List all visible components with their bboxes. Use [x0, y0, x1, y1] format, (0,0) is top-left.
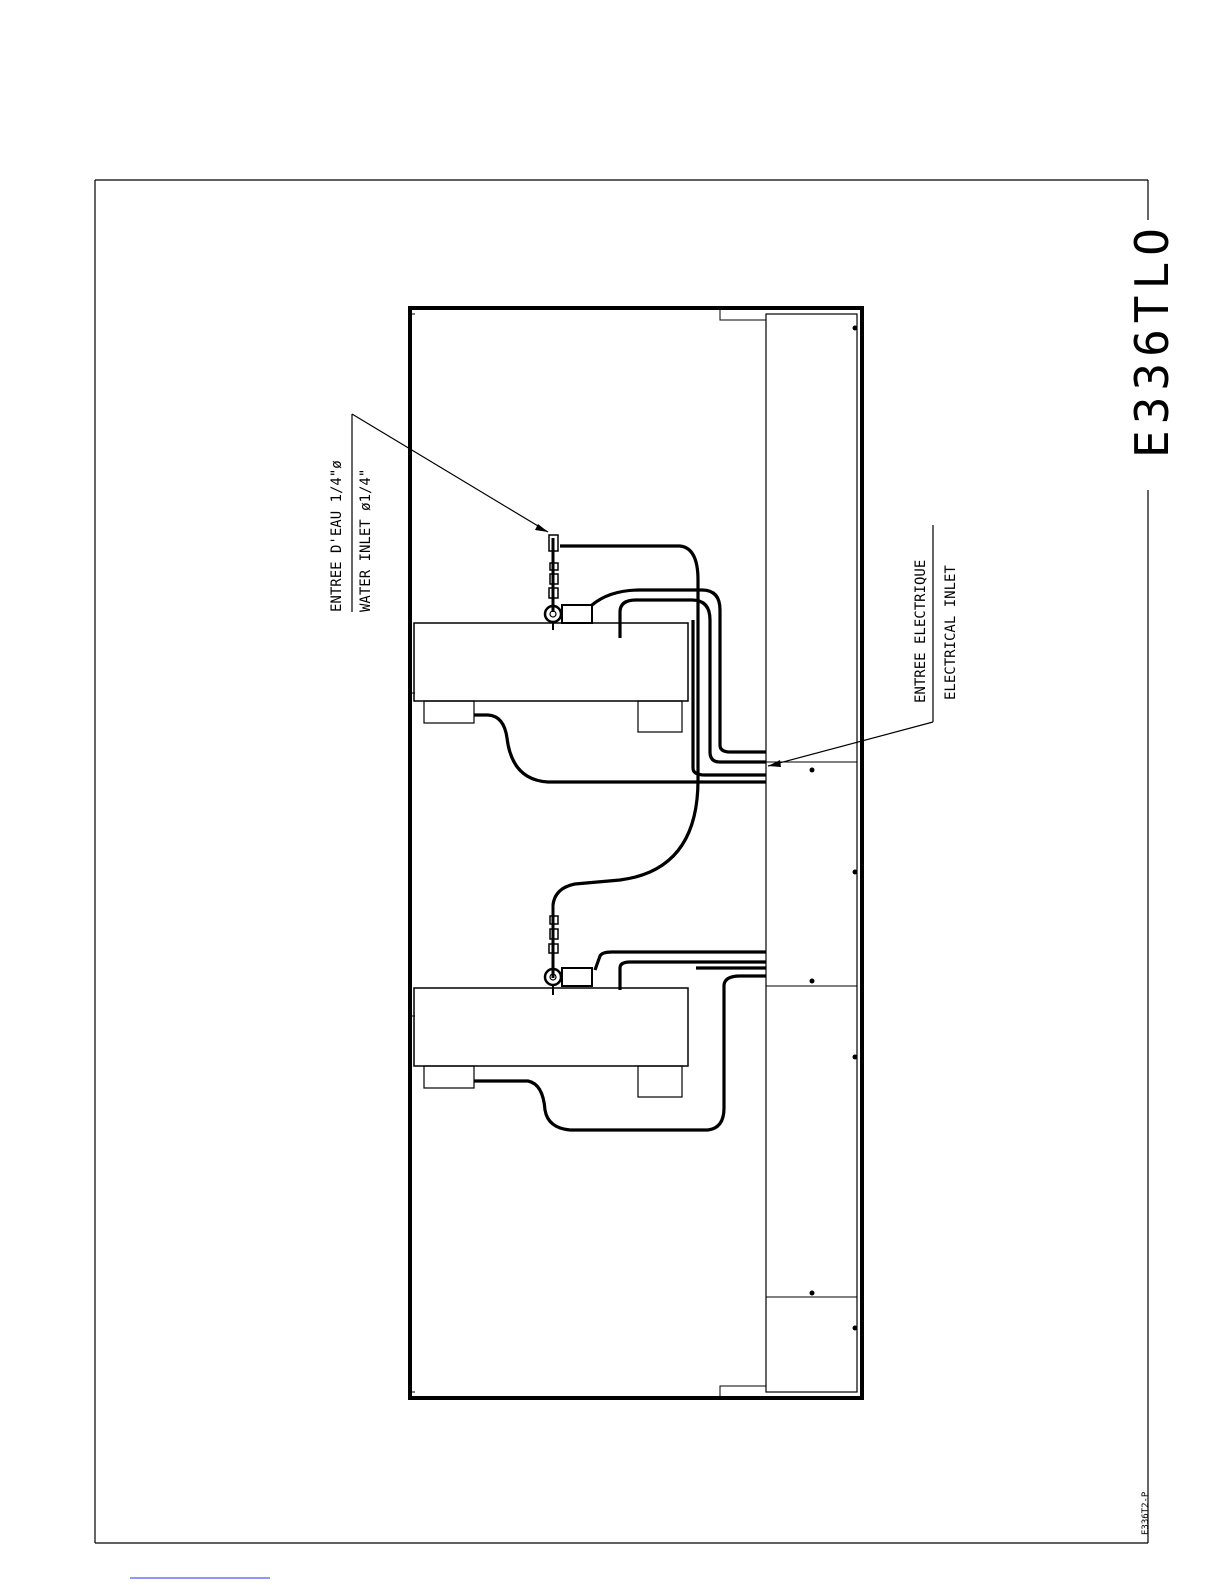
panel-screw — [810, 979, 815, 984]
unit-outline — [409, 308, 862, 1398]
panel-screw — [853, 1326, 858, 1331]
panel-screw — [810, 768, 815, 773]
element-block-upper — [414, 623, 688, 732]
electrical-inlet-label-en: ELECTRICAL INLET — [943, 565, 959, 700]
panel-screw — [853, 326, 858, 331]
element-block-lower — [414, 988, 688, 1097]
panel-screw — [810, 1291, 815, 1296]
wiring — [474, 546, 766, 1130]
control-panel-strip — [766, 314, 858, 1392]
water-inlet-label-fr: ENTREE D'EAU 1/4"ø — [329, 460, 345, 612]
drawing-reference: E336T2-P — [1141, 1491, 1151, 1535]
water-inlet-callout: ENTREE D'EAU 1/4"ø WATER INLET ø1/4" — [329, 414, 548, 612]
panel-screw — [853, 870, 858, 875]
model-code: E336TLO — [1125, 222, 1179, 458]
panel-screw — [853, 1055, 858, 1060]
water-valve-lower — [545, 905, 592, 995]
electrical-inlet-label-fr: ENTREE ELECTRIQUE — [913, 560, 929, 703]
water-inlet-label-en: WATER INLET ø1/4" — [358, 469, 374, 612]
water-valve-upper — [545, 535, 592, 630]
drawing-frame — [95, 180, 1148, 1543]
